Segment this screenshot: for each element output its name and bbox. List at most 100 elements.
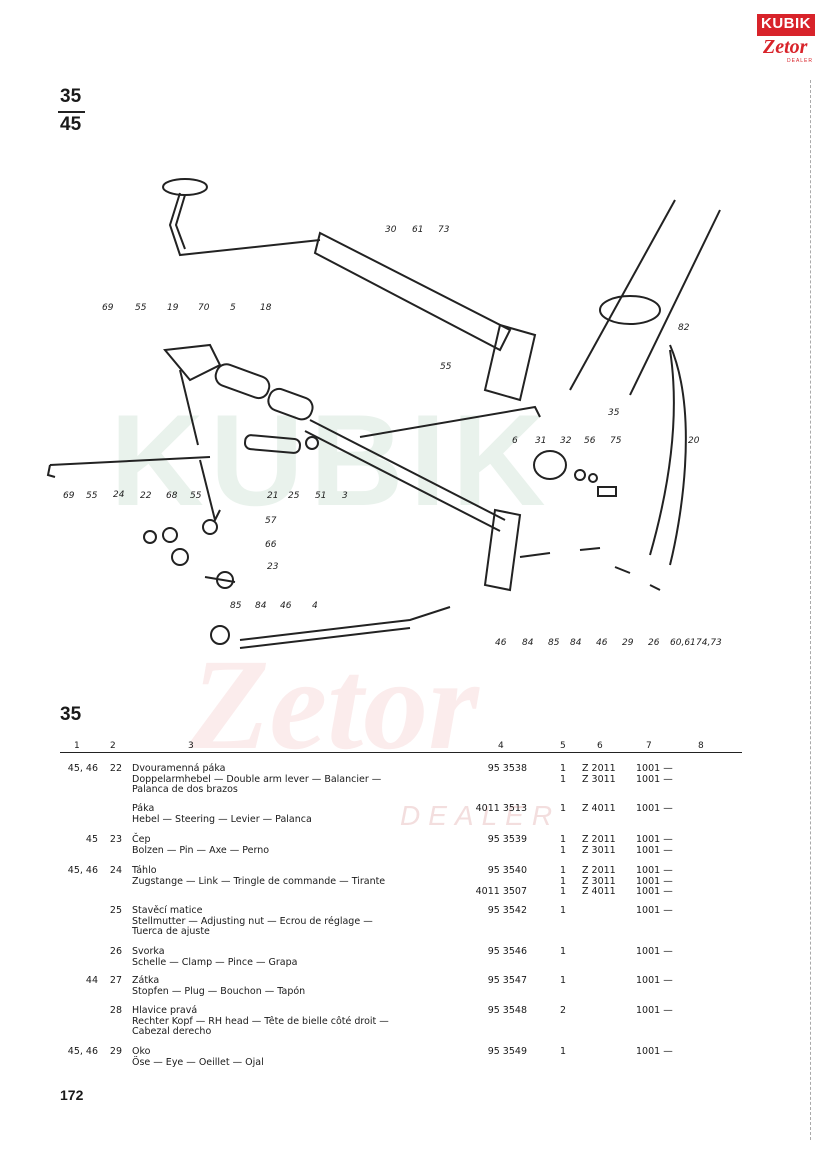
table-cell-c7: 1001 — — [636, 1005, 673, 1016]
table-cell-c4: 95 3548 — [487, 1005, 527, 1016]
callout-26: 26 — [648, 638, 660, 648]
watermark-dealer: DEALER — [400, 800, 561, 831]
table-cell-c3: Čep — [132, 834, 151, 845]
callout-84c: 84 — [570, 638, 582, 648]
exploded-parts-diagram: 30 61 73 69 55 19 70 5 18 55 82 35 20 6 … — [46, 178, 722, 649]
table-cell-c7: 1001 — — [636, 886, 673, 897]
logo-dealer-text: DEALER — [787, 58, 814, 64]
callout-66: 66 — [265, 540, 277, 550]
table-cell-c3: Páka — [132, 803, 155, 814]
table-cell-c5: 1 — [559, 834, 567, 845]
model-fraction-line — [58, 111, 85, 113]
table-cell-c5: 1 — [559, 1046, 567, 1057]
callout-69b: 69 — [63, 491, 75, 501]
callout-30: 30 — [385, 225, 397, 235]
table-cell-c4: 4011 3513 — [475, 803, 527, 814]
callout-60-61: 60,61 — [670, 638, 696, 648]
table-cell-c6: Z 4011 — [582, 803, 616, 814]
callout-73: 73 — [438, 225, 450, 235]
table-cell-c1: 44 — [85, 975, 98, 986]
table-cell-c7: 1001 — — [636, 975, 673, 986]
table-cell-c4: 95 3542 — [487, 905, 527, 916]
table-cell-c3: Tuerca de ajuste — [132, 926, 210, 937]
table-cell-c3: Táhlo — [132, 865, 157, 876]
callout-23: 23 — [267, 562, 279, 572]
table-cell-c7: 1001 — — [636, 834, 673, 845]
table-cell-c3: Hebel — Steering — Levier — Palanca — [132, 813, 312, 825]
table-cell-c5: 1 — [559, 875, 567, 887]
table-cell-c3: Schelle — Clamp — Pince — Grapa — [132, 956, 298, 968]
table-cell-c5: 1 — [559, 844, 567, 856]
column-header-1: 1 — [74, 741, 80, 751]
table-cell-c2: 23 — [109, 834, 122, 845]
kubik-zetor-logo: KUBIK Zetor DEALER — [757, 14, 815, 70]
table-cell-c6: Z 2011 — [582, 763, 616, 774]
callout-56: 56 — [584, 436, 596, 446]
table-cell-c3: Dvouramenná páka — [132, 763, 226, 774]
callout-55d: 55 — [190, 491, 202, 501]
callout-5: 5 — [230, 303, 236, 313]
model-number-bottom: 45 — [60, 114, 82, 135]
table-cell-c5: 2 — [559, 1005, 567, 1016]
callout-4: 4 — [312, 601, 318, 611]
callout-29: 29 — [622, 638, 634, 648]
table-cell-c2: 27 — [109, 975, 122, 986]
column-header-5: 5 — [560, 741, 566, 751]
table-cell-c3: Stellmutter — Adjusting nut — Ecrou de r… — [132, 915, 373, 927]
table-cell-c3: Palanca de dos brazos — [132, 784, 238, 795]
callout-55b: 55 — [440, 362, 452, 372]
callout-18: 18 — [260, 303, 272, 313]
table-cell-c3: Stavěcí matice — [132, 905, 203, 916]
column-header-3: 3 — [188, 741, 194, 751]
callout-85b: 85 — [548, 638, 560, 648]
callout-74-73: 74,73 — [696, 638, 722, 648]
table-cell-c3: Hlavice pravá — [132, 1005, 198, 1016]
callout-46c: 46 — [596, 638, 608, 648]
watermark-zetor: Zetor — [190, 633, 479, 777]
callout-46: 46 — [280, 601, 292, 611]
table-cell-c3: Öse — Eye — Oeillet — Ojal — [132, 1056, 264, 1068]
column-header-6: 6 — [597, 741, 603, 751]
logo-banner — [757, 14, 815, 36]
table-cell-c7: 1001 — — [636, 844, 673, 856]
table-cell-c2: 29 — [109, 1046, 122, 1057]
table-cell-c3: Svorka — [132, 946, 165, 957]
table-cell-c6: Z 3011 — [582, 773, 616, 785]
callout-69: 69 — [102, 303, 114, 313]
callout-25: 25 — [288, 491, 300, 501]
column-header-2: 2 — [110, 741, 116, 751]
table-cell-c2: 25 — [109, 905, 122, 916]
model-number-top: 35 — [60, 86, 82, 107]
table-cell-c4: 95 3547 — [487, 975, 527, 986]
table-cell-c3: Zátka — [132, 975, 160, 986]
table-cell-c1: 45, 46 — [67, 1046, 98, 1057]
watermark-kubik: KUBIK — [110, 387, 552, 533]
callout-6: 6 — [512, 436, 518, 446]
table-cell-c3: Rechter Kopf — RH head — Tête de bielle … — [132, 1015, 389, 1027]
table-cell-c5: 1 — [559, 803, 567, 814]
table-cell-c3: Cabezal derecho — [132, 1026, 212, 1037]
callout-3: 3 — [342, 491, 348, 501]
table-cell-c6: Z 3011 — [582, 844, 616, 856]
callout-24: 24 — [113, 490, 125, 500]
table-cell-c4: 95 3538 — [487, 763, 527, 774]
callout-35: 35 — [608, 408, 620, 418]
table-cell-c1: 45 — [85, 834, 98, 845]
callout-84: 84 — [255, 601, 267, 611]
table-cell-c6: Z 2011 — [582, 865, 616, 876]
callout-57: 57 — [265, 516, 277, 526]
table-cell-c7: 1001 — — [636, 803, 673, 814]
callout-31: 31 — [535, 436, 546, 446]
table-cell-c4: 95 3540 — [487, 865, 527, 876]
callout-46b: 46 — [495, 638, 507, 648]
table-cell-c2: 28 — [109, 1005, 122, 1016]
table-cell-c5: 1 — [559, 865, 567, 876]
column-header-8: 8 — [698, 741, 704, 751]
callout-68: 68 — [166, 491, 178, 501]
logo-zetor-text: Zetor — [763, 36, 808, 58]
callout-85: 85 — [230, 601, 242, 611]
table-cell-c2: 22 — [109, 763, 122, 774]
table-cell-c6: Z 3011 — [582, 875, 616, 887]
table-cell-c3: Zugstange — Link — Tringle de commande —… — [132, 875, 386, 887]
table-cell-c4: 4011 3507 — [475, 886, 527, 897]
